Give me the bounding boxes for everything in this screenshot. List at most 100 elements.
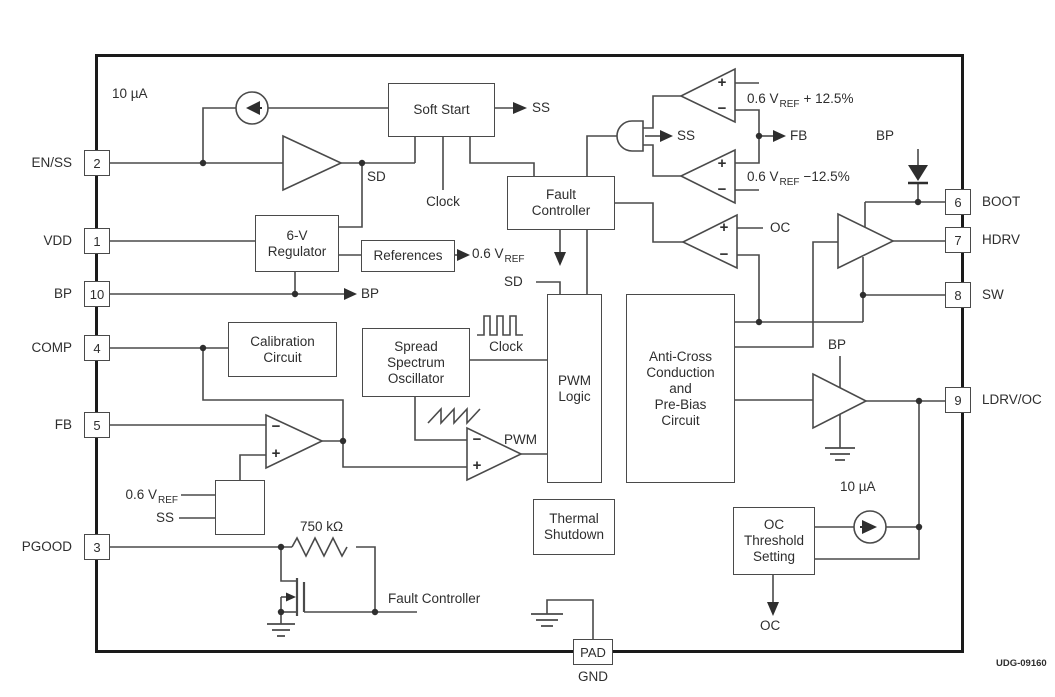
block-label: Threshold [743, 533, 805, 548]
label-bp-ldrv: BP [828, 337, 847, 352]
block-spread-spectrum-oscillator: Spread Spectrum Oscillator [362, 328, 470, 397]
junction-dots [199, 132, 923, 616]
block-label: Pre-Bias [654, 396, 707, 412]
pin-3-pgood: 3 [84, 534, 110, 560]
label-vref-out: 0.6 VREF [472, 246, 525, 265]
resistor-750k [291, 536, 348, 558]
pin-label-pgood: PGOOD [21, 539, 72, 554]
label-fb-out: FB [790, 128, 808, 143]
label-ss-and: SS [677, 128, 696, 143]
oc-comparator-icon [681, 213, 738, 270]
label-vref-low: 0.6 VREF−12.5% [747, 169, 850, 188]
block-oc-threshold-setting: OC Threshold Setting [733, 507, 815, 575]
block-fault-controller: Fault Controller [507, 176, 615, 230]
low-comp-minus: − [717, 181, 727, 198]
and-gate-icon [616, 120, 644, 152]
hdrv-driver-icon [837, 212, 895, 270]
block-references: References [361, 240, 455, 272]
high-comp-minus: − [717, 100, 727, 117]
block-label: PWM [558, 372, 591, 388]
label-resistor-750k: 750 kΩ [300, 519, 344, 534]
ldrv-driver-icon [812, 372, 868, 430]
high-comp-plus: + [717, 74, 727, 91]
boot-diode-icon [908, 165, 928, 185]
pin-label-boot: BOOT [982, 194, 1021, 209]
pin-label-sw: SW [982, 287, 1004, 302]
block-label: Spread [394, 338, 438, 354]
vref-main: 0.6 V [125, 487, 157, 502]
arrow-bp-out [344, 288, 357, 300]
vref-sub: REF [504, 254, 525, 265]
pin-8-sw: 8 [945, 282, 971, 308]
block-label: OC [763, 517, 785, 532]
arrow-ss-and [660, 130, 673, 142]
block-label: Shutdown [543, 527, 605, 542]
vref-suffix: −12.5% [803, 169, 850, 184]
label-clock-soft-start: Clock [426, 194, 460, 209]
arrow-vref-out [457, 249, 470, 261]
pwm-comp-plus: + [472, 457, 482, 474]
mosfet-body-arrow-icon [286, 592, 296, 602]
vref-main: 0.6 V [472, 246, 504, 261]
block-label: Spectrum [387, 354, 445, 370]
error-amp-minus: − [271, 418, 281, 435]
label-bp-out: BP [361, 286, 380, 301]
block-label: Controller [531, 203, 591, 218]
sawtooth-waveform-icon [427, 406, 481, 426]
block-label: Soft Start [413, 102, 470, 117]
doc-code: UDG-09160 [996, 658, 1047, 669]
pin-2-en-ss: 2 [84, 150, 110, 176]
ground-icon-pad [531, 613, 563, 627]
pgood-mosfet [281, 578, 375, 616]
block-soft-start: Soft Start [388, 83, 495, 137]
oc-comp-plus: + [719, 219, 729, 236]
en-buffer-icon [282, 134, 343, 192]
amplifiers [265, 67, 895, 482]
pin-9-ldrv-oc: 9 [945, 387, 971, 413]
current-source-icon-top [235, 91, 269, 125]
block-reference-selector [215, 480, 265, 535]
pin-pad: PAD [573, 639, 613, 665]
label-vref-selector: 0.6 VREF [112, 487, 178, 506]
block-label: Setting [752, 549, 796, 564]
block-label: Fault [545, 187, 576, 202]
pgood-high-comparator-icon [679, 67, 736, 124]
block-label: Thermal [549, 511, 599, 526]
block-label: Circuit [661, 412, 700, 428]
arrow-sd-down [554, 252, 566, 266]
pwm-comp-minus: − [472, 431, 482, 448]
pin-label-comp: COMP [31, 340, 73, 355]
block-thermal-shutdown: Thermal Shutdown [533, 499, 615, 555]
vref-sub: REF [779, 99, 800, 110]
pin-7-hdrv: 7 [945, 227, 971, 253]
current-source-icon-bottom [853, 510, 887, 544]
label-10ua-top: 10 µA [112, 86, 148, 101]
pgood-low-comparator-icon [679, 148, 736, 205]
block-pwm-logic: PWM Logic [547, 294, 602, 483]
arrow-oc-down [767, 602, 779, 616]
block-label: Anti-Cross [648, 348, 712, 364]
label-ss-selector: SS [155, 510, 174, 525]
pin-10-bp: 10 [84, 281, 110, 307]
pin-4-comp: 4 [84, 335, 110, 361]
block-anti-cross-conduction: Anti-Cross Conduction and Pre-Bias Circu… [626, 294, 735, 483]
clock-waveform-icon [477, 315, 523, 336]
arrow-fb-out [773, 130, 786, 142]
label-oc-comp: OC [770, 220, 791, 235]
pin-label-en-ss: EN/SS [31, 155, 72, 170]
label-sd-buffer: SD [367, 169, 386, 184]
wires [110, 82, 945, 639]
pin-label-vdd: VDD [43, 233, 72, 248]
ground-icon-ldrv [825, 447, 855, 461]
pin-label-bp: BP [53, 286, 72, 301]
vref-sub: REF [779, 177, 800, 188]
pin-label-gnd: GND [578, 669, 608, 684]
pin-label-fb: FB [54, 417, 72, 432]
block-label: Conduction [646, 364, 715, 380]
block-label: Logic [558, 388, 591, 404]
chip-outline [95, 54, 964, 653]
pin-1-vdd: 1 [84, 228, 110, 254]
label-pwm: PWM [504, 432, 537, 447]
